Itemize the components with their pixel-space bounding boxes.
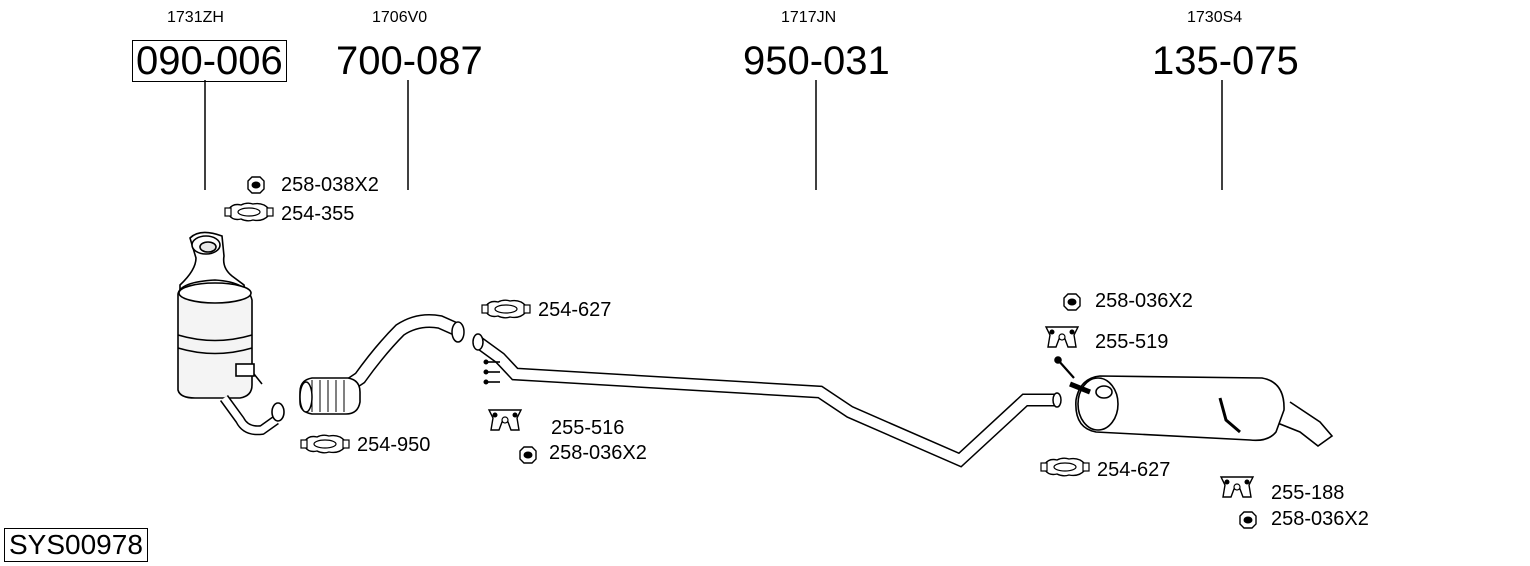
front-pipe-drawing — [299, 314, 465, 415]
accessory-label: 255-519 — [1095, 331, 1169, 353]
part-number: 700-087 — [336, 39, 483, 83]
accessory-label: 255-516 — [551, 417, 625, 439]
nut-icon — [1063, 293, 1081, 311]
middle-pipe-drawing — [472, 333, 1062, 468]
accessory-label: 254-355 — [281, 203, 355, 225]
catalytic-converter-drawing — [177, 231, 285, 436]
system-id: SYS00978 — [4, 528, 148, 562]
accessory-label: 258-038X2 — [281, 174, 379, 196]
nut-icon — [1239, 511, 1257, 529]
part-code: 1730S4 — [1187, 9, 1243, 26]
accessory-label: 254-627 — [538, 299, 612, 321]
accessory-label: 255-188 — [1271, 482, 1345, 504]
leader-lines — [204, 80, 1223, 190]
accessory-label: 258-036X2 — [1271, 508, 1369, 530]
nut-icon — [247, 176, 265, 194]
part-number: 090-006 — [132, 40, 287, 82]
accessory-label: 258-036X2 — [549, 442, 647, 464]
part-code: 1717JN — [781, 9, 837, 26]
clamp-icon — [1040, 457, 1090, 477]
hanger-icon — [1220, 476, 1254, 498]
part-number: 135-075 — [1152, 39, 1299, 83]
clamp-icon — [224, 202, 274, 222]
nut-icon — [519, 446, 537, 464]
hanger-icon — [1045, 326, 1079, 348]
part-code: 1706V0 — [372, 9, 428, 26]
accessory-label: 254-627 — [1097, 459, 1171, 481]
part-number: 950-031 — [743, 39, 890, 83]
rear-silencer-drawing — [1054, 356, 1334, 447]
accessory-label: 258-036X2 — [1095, 290, 1193, 312]
accessory-label: 254-950 — [357, 434, 431, 456]
clamp-icon — [481, 299, 531, 319]
hanger-icon — [488, 409, 522, 431]
clamp-icon — [300, 434, 350, 454]
part-code: 1731ZH — [167, 9, 224, 26]
